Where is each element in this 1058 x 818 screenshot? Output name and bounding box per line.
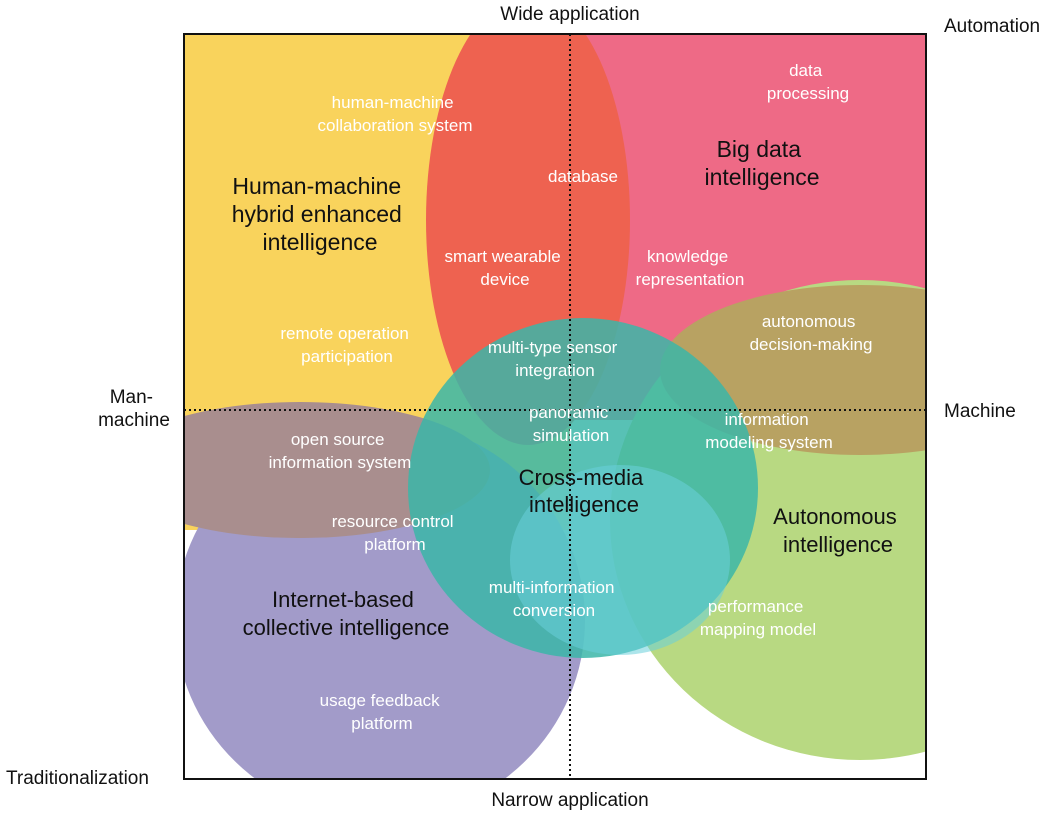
item-data-processing-l1: data [789, 61, 823, 80]
item-panoramic-l2: simulation [533, 426, 610, 445]
item-performance-l1: performance [708, 597, 803, 616]
item-multi-info: multi-information conversion [489, 578, 619, 620]
item-database: database [548, 167, 618, 186]
item-multi-sensor-l1: multi-type sensor [488, 338, 618, 357]
axis-top-right-label: Automation [944, 16, 1040, 37]
item-smart-wearable-l1: smart wearable [445, 247, 561, 266]
title-cross-media-l2: intelligence [529, 492, 639, 517]
item-knowledge-rep: knowledge representation [636, 247, 745, 289]
title-cross-media-l1: Cross-media [519, 465, 644, 490]
item-multi-info-l1: multi-information [489, 578, 615, 597]
item-performance-l2: mapping model [700, 620, 816, 639]
item-knowledge-rep-l2: representation [636, 270, 745, 289]
title-cross-media: Cross-media intelligence [519, 465, 650, 517]
item-remote-op: remote operation participation [280, 324, 413, 366]
axis-left-line1: Man- [110, 387, 153, 408]
item-performance: performance mapping model [700, 597, 816, 639]
item-usage-feedback-l1: usage feedback [320, 691, 441, 710]
axis-right-label: Machine [944, 401, 1016, 422]
item-data-processing: data processing [767, 61, 849, 103]
item-autonomous-decision-l1: autonomous [762, 312, 856, 331]
item-open-source-l2: information system [269, 453, 412, 472]
item-multi-sensor-l2: integration [515, 361, 594, 380]
item-hm-collab: human-machine collaboration system [318, 93, 473, 135]
item-multi-info-l2: conversion [513, 601, 595, 620]
item-usage-feedback-l2: platform [351, 714, 412, 733]
axis-left-line2: machine [98, 410, 170, 431]
region-cross-media-light [510, 465, 730, 655]
title-big-data-l2: intelligence [704, 164, 819, 190]
item-autonomous-decision-l2: decision-making [750, 335, 873, 354]
title-autonomous-l2: intelligence [783, 532, 893, 557]
item-data-processing-l2: processing [767, 84, 849, 103]
axis-bottom-left-label: Traditionalization [6, 768, 149, 789]
title-human-machine: Human-machine hybrid enhanced intelligen… [232, 173, 408, 255]
item-autonomous-decision: autonomous decision-making [750, 312, 873, 354]
item-open-source: open source information system [269, 430, 412, 472]
item-panoramic: panoramic simulation [529, 403, 613, 445]
title-human-machine-l3: intelligence [262, 229, 377, 255]
item-smart-wearable-l2: device [480, 270, 529, 289]
item-open-source-l1: open source [291, 430, 385, 449]
title-autonomous-l1: Autonomous [773, 504, 897, 529]
item-panoramic-l1: panoramic [529, 403, 609, 422]
title-internet-collective-l1: Internet-based [272, 587, 414, 612]
title-big-data: Big data intelligence [704, 136, 819, 190]
title-autonomous: Autonomous intelligence [773, 504, 903, 557]
axis-top-label: Wide application [500, 4, 639, 25]
item-info-modeling-l2: modeling system [705, 433, 833, 452]
item-resource-control: resource control platform [332, 512, 459, 554]
axis-bottom-label: Narrow application [491, 790, 648, 811]
item-usage-feedback: usage feedback platform [320, 691, 445, 733]
item-remote-op-l2: participation [301, 347, 393, 366]
item-resource-control-l2: platform [364, 535, 425, 554]
title-internet-collective-l2: collective intelligence [243, 615, 450, 640]
frame [183, 33, 927, 780]
item-knowledge-rep-l1: knowledge [647, 247, 728, 266]
axis-left-label: Man- machine [98, 387, 170, 431]
item-smart-wearable: smart wearable device [445, 247, 566, 289]
title-big-data-l1: Big data [717, 136, 802, 162]
item-remote-op-l1: remote operation [280, 324, 409, 343]
title-internet-collective: Internet-based collective intelligence [243, 587, 450, 640]
item-database-l1: database [548, 167, 618, 186]
title-human-machine-l2: hybrid enhanced [232, 201, 402, 227]
item-info-modeling-l1: information [725, 410, 809, 429]
item-multi-sensor: multi-type sensor integration [488, 338, 622, 380]
item-resource-control-l1: resource control [332, 512, 454, 531]
item-info-modeling: information modeling system [705, 410, 833, 452]
item-hm-collab-l2: collaboration system [318, 116, 473, 135]
item-hm-collab-l1: human-machine [332, 93, 454, 112]
title-human-machine-l1: Human-machine [232, 173, 401, 199]
